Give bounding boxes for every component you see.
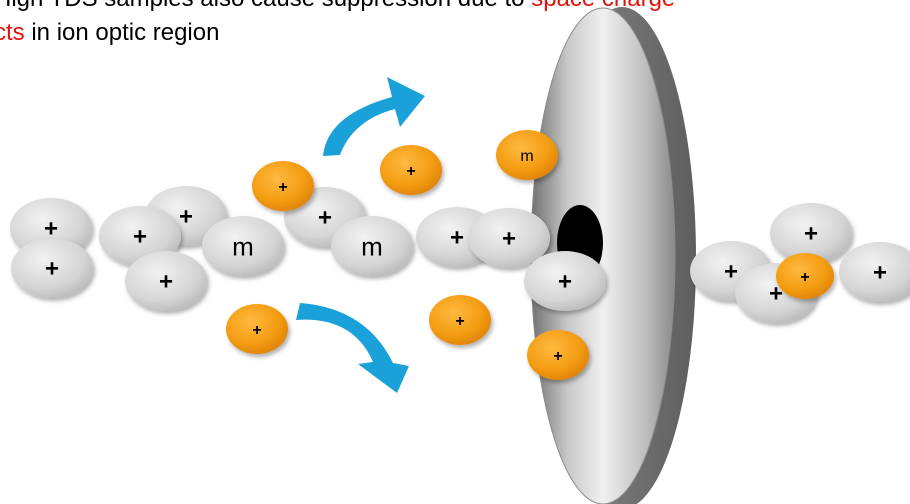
matrix-ion-plus: + — [99, 206, 181, 266]
analyte-ion-plus: + — [776, 253, 834, 299]
ion-label: + — [44, 216, 58, 243]
ion-label: + — [406, 163, 415, 180]
lower-deflection-arrow — [296, 303, 409, 393]
ion-label: + — [724, 259, 738, 286]
ion-label: m — [520, 148, 533, 165]
cone-plate — [530, 7, 696, 504]
caption-text-2: in ion optic region — [24, 19, 220, 46]
ion-label: + — [769, 281, 783, 308]
caption-line-2: cts in ion optic region — [0, 16, 910, 50]
analyte-ion-body — [776, 253, 834, 299]
ion-label: + — [804, 221, 818, 248]
ion-label: + — [558, 269, 572, 296]
ion-label: + — [252, 322, 261, 339]
analyte-ion-plus: + — [527, 330, 589, 380]
analyte-ion-body — [527, 330, 589, 380]
ion-label: + — [45, 256, 59, 283]
matrix-ion-body — [11, 238, 93, 298]
ion-label: + — [159, 269, 173, 296]
ion-label: + — [502, 226, 516, 253]
analyte-ion-plus: + — [226, 304, 288, 354]
caption-text-1: High TDS samples also cause suppression … — [0, 0, 531, 12]
caption-highlight-space-charge: space charge — [531, 0, 675, 12]
caption-line-1: High TDS samples also cause suppression … — [0, 0, 910, 16]
ion-label: + — [278, 179, 287, 196]
analyte-ion-body — [252, 161, 314, 211]
matrix-ion-plus: + — [839, 242, 910, 302]
matrix-ion-body — [125, 251, 207, 311]
ion-label: + — [318, 205, 332, 232]
ion-label: + — [455, 313, 464, 330]
ion-label: + — [553, 348, 562, 365]
ion-label: m — [361, 231, 383, 261]
matrix-ion-body — [202, 216, 284, 276]
ion-label: m — [232, 231, 254, 261]
analyte-ion-plus: + — [380, 145, 442, 195]
ion-label: + — [450, 225, 464, 252]
ion-label: + — [800, 269, 809, 286]
matrix-ion-plus: + — [524, 251, 606, 311]
matrix-ion-m: m — [331, 216, 413, 276]
matrix-ion-plus: + — [468, 208, 550, 268]
caption: High TDS samples also cause suppression … — [0, 0, 910, 50]
analyte-ion-body — [380, 145, 442, 195]
matrix-ion-body — [524, 251, 606, 311]
ion-label: + — [873, 260, 887, 287]
matrix-ion-body — [839, 242, 910, 302]
matrix-ion-body — [770, 203, 852, 263]
analyte-ion-body — [496, 130, 558, 180]
analyte-ion-body — [226, 304, 288, 354]
analyte-ion-m: m — [496, 130, 558, 180]
analyte-ion-plus: + — [252, 161, 314, 211]
upper-deflection-arrow — [323, 77, 425, 156]
matrix-ion-body — [99, 206, 181, 266]
analyte-ion-body — [429, 295, 491, 345]
matrix-ion-body — [331, 216, 413, 276]
ion-label: + — [179, 204, 193, 231]
matrix-ion-body — [468, 208, 550, 268]
matrix-ion-plus: + — [770, 203, 852, 263]
matrix-ion-m: m — [202, 216, 284, 276]
matrix-ion-plus: + — [11, 238, 93, 298]
caption-highlight-effects: cts — [0, 19, 25, 46]
ion-label: + — [133, 224, 147, 251]
matrix-ion-plus: + — [125, 251, 207, 311]
analyte-ion-plus: + — [429, 295, 491, 345]
